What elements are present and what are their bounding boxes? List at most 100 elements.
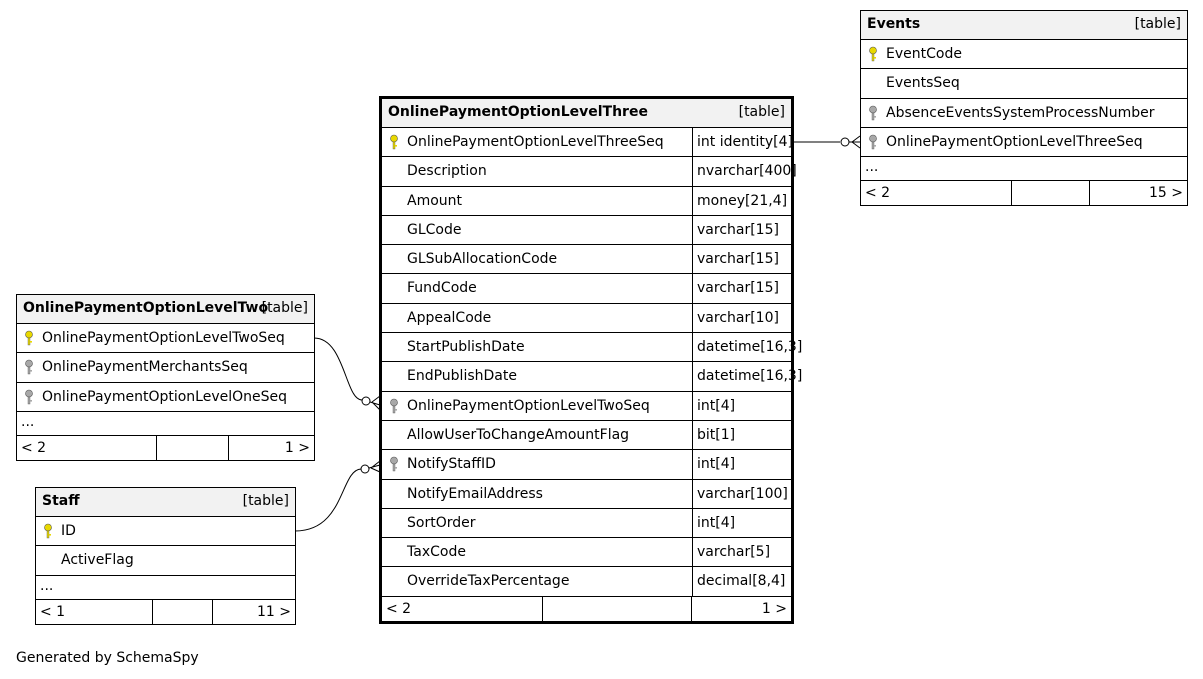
- column-row[interactable]: SortOrder int[4]: [382, 508, 791, 539]
- column-name: FundCode: [407, 280, 477, 297]
- table-kind: [table]: [261, 300, 308, 316]
- column-type: decimal[8,4]: [692, 567, 785, 596]
- link-staff-main: [294, 460, 381, 532]
- table-online-payment-option-level-three: OnlinePaymentOptionLevelThree [table] On…: [379, 96, 802, 624]
- column-row[interactable]: GLSubAllocationCode varchar[15]: [382, 245, 791, 275]
- column-row[interactable]: OnlinePaymentMerchantsSeq: [17, 353, 314, 383]
- table-header: OnlinePaymentOptionLevelTwo [table]: [17, 295, 314, 324]
- column-row[interactable]: GLCode varchar[15]: [382, 215, 791, 246]
- column-row[interactable]: StartPublishDate datetime[16,3]: [382, 333, 802, 363]
- parent-count[interactable]: < 1: [40, 603, 66, 620]
- child-count[interactable]: 1 >: [761, 600, 787, 617]
- column-row[interactable]: EventCode: [861, 40, 1187, 70]
- table-name[interactable]: OnlinePaymentOptionLevelThree: [388, 104, 648, 120]
- column-row[interactable]: AllowUserToChangeAmountFlag bit[1]: [382, 420, 791, 451]
- more-columns: ...: [861, 157, 1187, 182]
- column-name: EventsSeq: [886, 75, 960, 92]
- column-type: varchar[100]: [692, 479, 788, 508]
- column-row[interactable]: Amount money[21,4]: [382, 186, 791, 216]
- column-row[interactable]: OnlinePaymentOptionLevelThreeSeq int iden…: [382, 128, 793, 158]
- link-events-main: [793, 135, 861, 149]
- more-columns: ...: [36, 576, 295, 600]
- column-name: Description: [407, 163, 487, 180]
- column-type: varchar[15]: [692, 245, 779, 274]
- column-type: int[4]: [692, 508, 735, 538]
- column-type: nvarchar[400]: [692, 157, 797, 186]
- column-type: int identity[4]: [692, 128, 793, 157]
- more-columns: ...: [17, 412, 314, 436]
- table-header: Events [table]: [861, 11, 1187, 40]
- column-type: int[4]: [692, 391, 735, 420]
- column-row[interactable]: OverrideTaxPercentage decimal[8,4]: [382, 567, 791, 597]
- child-count[interactable]: 11 >: [257, 603, 291, 620]
- column-name: OnlinePaymentOptionLevelTwoSeq: [407, 397, 650, 414]
- column-row[interactable]: ID: [36, 517, 295, 547]
- column-type: int[4]: [692, 450, 735, 479]
- column-type: money[21,4]: [692, 186, 787, 215]
- table-kind: [table]: [738, 104, 785, 120]
- column-row[interactable]: AbsenceEventsSystemProcessNumber: [861, 99, 1187, 128]
- table-online-payment-option-level-two: OnlinePaymentOptionLevelTwo [table] Onli…: [16, 294, 315, 461]
- parent-count[interactable]: < 2: [865, 185, 891, 202]
- column-row[interactable]: OnlinePaymentOptionLevelTwoSeq int[4]: [382, 391, 791, 421]
- column-row[interactable]: FundCode varchar[15]: [382, 274, 791, 304]
- table-header: OnlinePaymentOptionLevelThree [table]: [382, 99, 791, 128]
- column-name: OnlinePaymentOptionLevelOneSeq: [42, 388, 288, 405]
- column-name: NotifyEmailAddress: [407, 485, 543, 502]
- generated-by-text: Generated by SchemaSpy: [16, 650, 199, 666]
- table-staff: Staff [table] ID ActiveFlag ... < 1 11 >: [35, 487, 296, 625]
- child-count[interactable]: 15 >: [1149, 185, 1183, 202]
- column-name: OnlinePaymentOptionLevelThreeSeq: [886, 133, 1143, 150]
- table-name[interactable]: Events: [867, 16, 921, 32]
- column-name: OnlinePaymentOptionLevelTwoSeq: [42, 330, 285, 346]
- column-name: OnlinePaymentOptionLevelThreeSeq: [407, 134, 664, 150]
- column-type: varchar[10]: [692, 303, 779, 333]
- column-name: NotifyStaffID: [407, 456, 496, 473]
- parent-count[interactable]: < 2: [386, 600, 412, 617]
- link-leveltwo-main: [313, 337, 381, 411]
- column-name: OnlinePaymentMerchantsSeq: [42, 359, 248, 376]
- column-row[interactable]: ActiveFlag: [36, 546, 295, 576]
- table-footer: < 2 1 >: [17, 435, 314, 460]
- column-type: varchar[15]: [692, 274, 779, 303]
- column-row[interactable]: EndPublishDate datetime[16,3]: [382, 362, 802, 392]
- table-name[interactable]: Staff: [42, 493, 80, 509]
- column-row[interactable]: Description nvarchar[400]: [382, 157, 797, 187]
- table-header: Staff [table]: [36, 488, 295, 517]
- table-footer: < 2 15 >: [861, 181, 1187, 206]
- table-kind: [table]: [1134, 16, 1181, 32]
- column-name: AllowUserToChangeAmountFlag: [407, 426, 630, 443]
- table-footer: < 2 1 >: [382, 596, 791, 621]
- column-row[interactable]: OnlinePaymentOptionLevelTwoSeq: [17, 324, 314, 354]
- column-name: ActiveFlag: [61, 552, 134, 569]
- column-name: GLSubAllocationCode: [407, 251, 558, 268]
- column-name: AppealCode: [407, 309, 492, 326]
- column-row[interactable]: NotifyStaffID int[4]: [382, 450, 791, 480]
- column-name: OverrideTaxPercentage: [407, 573, 570, 590]
- column-row[interactable]: NotifyEmailAddress varchar[100]: [382, 479, 791, 509]
- column-name: EndPublishDate: [407, 368, 517, 385]
- table-name[interactable]: OnlinePaymentOptionLevelTwo: [23, 300, 269, 316]
- column-type: varchar[5]: [692, 538, 770, 567]
- column-row[interactable]: EventsSeq: [861, 69, 1187, 99]
- column-name: EventCode: [886, 46, 962, 62]
- child-count[interactable]: 1 >: [284, 439, 310, 456]
- column-name: Amount: [407, 192, 463, 209]
- column-type: datetime[16,3]: [692, 333, 802, 362]
- column-name: GLCode: [407, 221, 462, 238]
- column-row[interactable]: AppealCode varchar[10]: [382, 303, 791, 334]
- column-type: varchar[15]: [692, 215, 779, 245]
- column-name: SortOrder: [407, 514, 476, 531]
- column-name: ID: [61, 523, 76, 539]
- table-footer: < 1 11 >: [36, 599, 295, 624]
- column-type: datetime[16,3]: [692, 362, 802, 391]
- column-type: bit[1]: [692, 420, 735, 450]
- parent-count[interactable]: < 2: [21, 439, 47, 456]
- column-row[interactable]: OnlinePaymentOptionLevelOneSeq: [17, 383, 314, 412]
- column-name: StartPublishDate: [407, 339, 525, 356]
- column-row[interactable]: OnlinePaymentOptionLevelThreeSeq: [861, 128, 1187, 158]
- column-name: AbsenceEventsSystemProcessNumber: [886, 104, 1155, 121]
